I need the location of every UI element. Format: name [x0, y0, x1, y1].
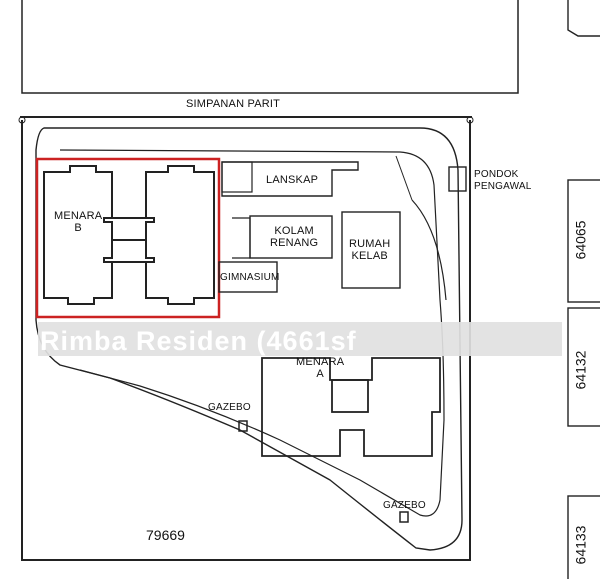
gimnasium-building — [218, 261, 278, 293]
lot-number-64133: 64133 — [572, 525, 589, 565]
menara-b-label: MENARA B — [54, 210, 103, 234]
watermark-banner — [38, 322, 562, 356]
gazebo-2-label: GAZEBO — [383, 500, 426, 511]
lanskap-label: LANSKAP — [266, 174, 319, 186]
kolam-renang-label: KOLAM RENANG — [270, 225, 319, 249]
watermark-text: Rimba Residen (4661sf — [40, 326, 357, 356]
menara-b-building — [43, 165, 215, 305]
driveway-outer — [35, 127, 463, 551]
driveway-inner — [59, 149, 445, 517]
lot-box-top — [567, 0, 600, 37]
menara-a-label: MENARA A — [296, 356, 345, 380]
lanskap-area — [221, 161, 359, 197]
lot-number-64065: 64065 — [572, 220, 589, 260]
lot-number-64132: 64132 — [572, 350, 589, 390]
pondok-pengawal-label: PONDOK PENGAWAL — [474, 169, 532, 192]
menara-a-building — [261, 357, 441, 457]
lot-number-main: 79669 — [146, 527, 185, 543]
top-lot-boundary — [21, 0, 519, 94]
rumah-kelab-label: RUMAH KELAB — [349, 238, 391, 262]
rumah-kelab-building — [341, 211, 401, 289]
gimnasium-label: GIMNASIUM — [220, 272, 280, 283]
menara-b-highlight — [35, 157, 221, 319]
road-label: SIMPANAN PARIT — [186, 98, 281, 110]
gazebo-2-icon — [399, 511, 409, 523]
gazebo-1-icon — [238, 420, 248, 432]
lot-box-64133 — [567, 495, 600, 579]
pondok-pengawal-hut — [448, 166, 467, 192]
lot-box-64132 — [567, 307, 600, 427]
lot-box-64065 — [567, 179, 600, 303]
gazebo-1-label: GAZEBO — [208, 402, 251, 413]
